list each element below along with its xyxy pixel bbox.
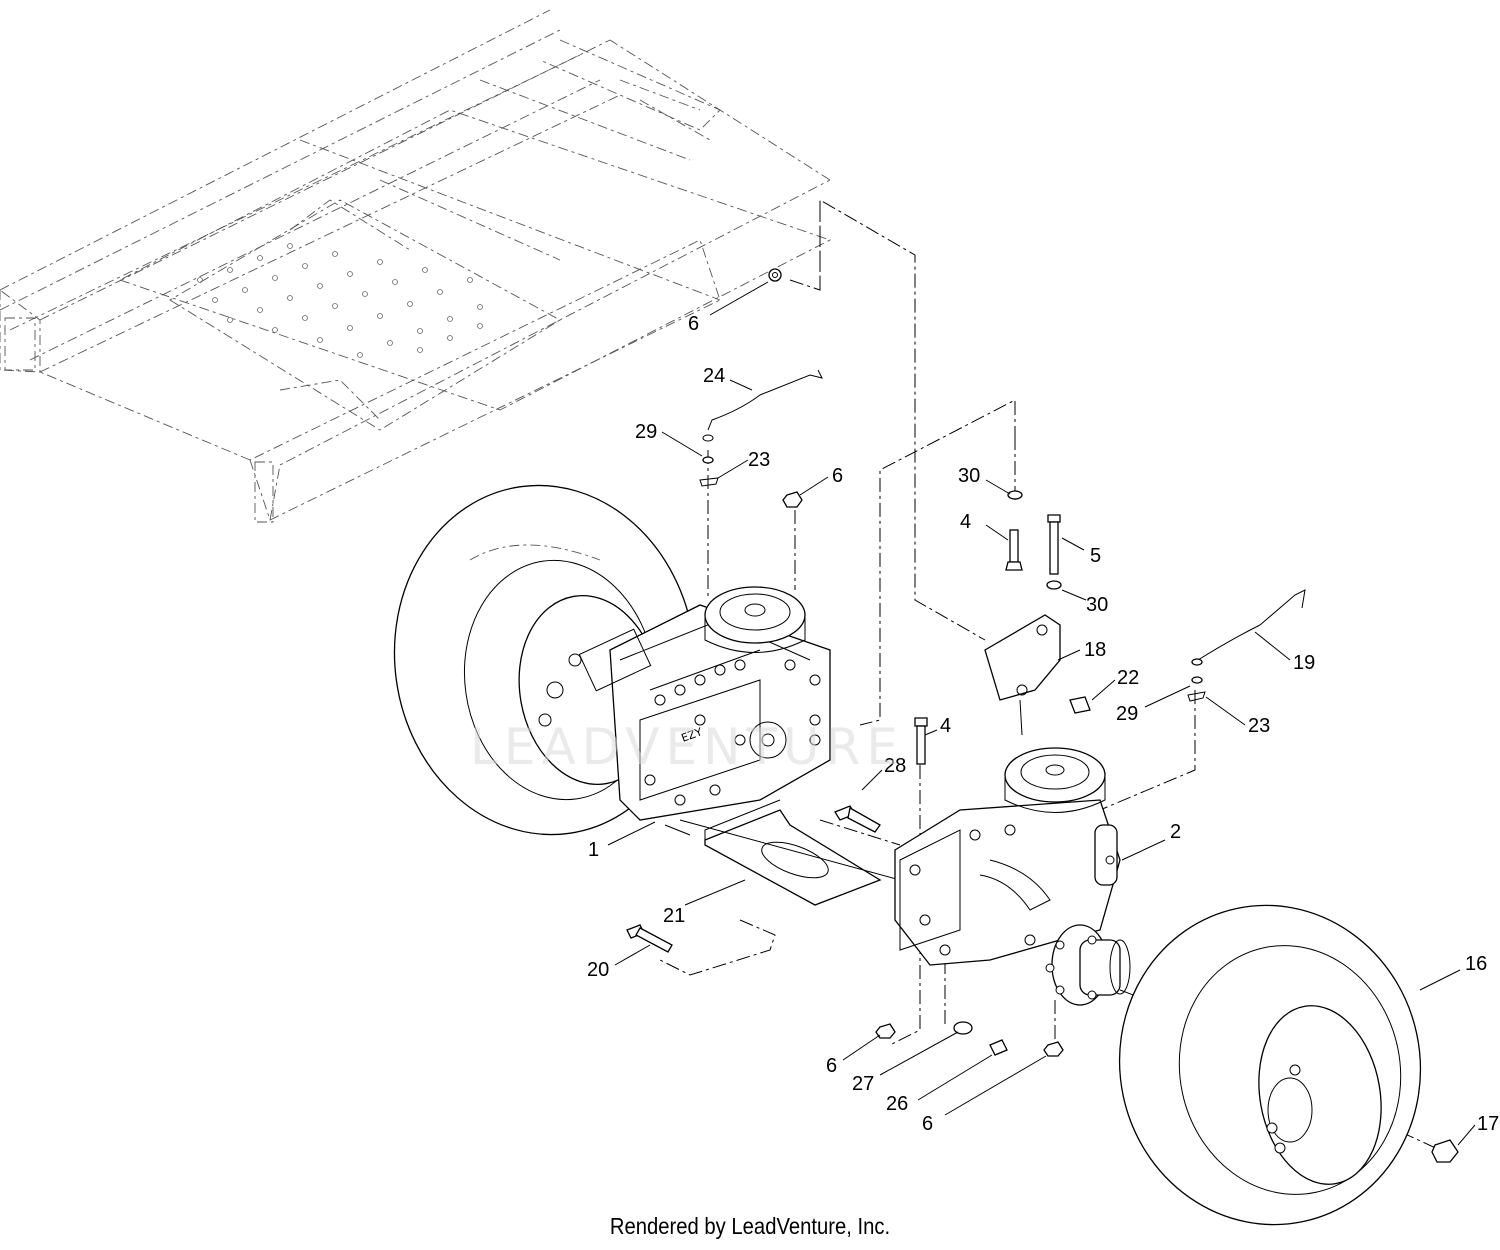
callout-26: 26	[886, 1093, 908, 1115]
mower-frame	[0, 9, 832, 523]
callout-16: 16	[1465, 953, 1487, 975]
callout-18: 18	[1084, 639, 1106, 661]
center-mount-bracket	[664, 799, 901, 906]
callout-6-left-nut: 6	[832, 465, 843, 487]
assembly-centerlines	[659, 199, 1441, 1151]
callout-30-top: 30	[958, 465, 980, 487]
watermark: LEADVENTURE	[470, 718, 904, 776]
frame-perforation-holes	[197, 243, 483, 358]
callout-30-lower: 30	[1086, 594, 1108, 616]
callout-labels: 6 24 29 23 6 30 4 5 30 18 19 22 29 23 4 …	[587, 313, 1499, 1135]
callout-6-bottom-left: 6	[826, 1055, 837, 1077]
callout-4-lower: 4	[940, 715, 951, 737]
callout-23-left: 23	[748, 449, 770, 471]
hardware	[626, 268, 1459, 1163]
right-drive-tire	[1118, 904, 1422, 1226]
callout-1: 1	[588, 839, 599, 861]
right-transmission	[894, 747, 1131, 1006]
callout-6-top: 6	[688, 313, 699, 335]
callout-20: 20	[587, 959, 609, 981]
callout-6-bottom: 6	[922, 1113, 933, 1135]
callout-28: 28	[884, 755, 906, 777]
callout-21: 21	[663, 905, 685, 927]
callout-23-right: 23	[1248, 715, 1270, 737]
callout-19: 19	[1293, 652, 1315, 674]
callout-22: 22	[1117, 667, 1139, 689]
callout-27: 27	[852, 1073, 874, 1095]
callout-29-left: 29	[635, 421, 657, 443]
render-credit: Rendered by LeadVenture, Inc.	[609, 1213, 891, 1239]
callout-29-right: 29	[1116, 703, 1138, 725]
callout-24: 24	[703, 365, 725, 387]
left-transmission: EZY	[578, 586, 831, 821]
callout-17: 17	[1477, 1113, 1499, 1135]
right-wheel-hub	[1045, 924, 1131, 1006]
callout-5: 5	[1090, 545, 1101, 567]
callout-2: 2	[1170, 821, 1181, 843]
callout-4-upper: 4	[960, 511, 971, 533]
callout-leaders	[607, 281, 1476, 1146]
